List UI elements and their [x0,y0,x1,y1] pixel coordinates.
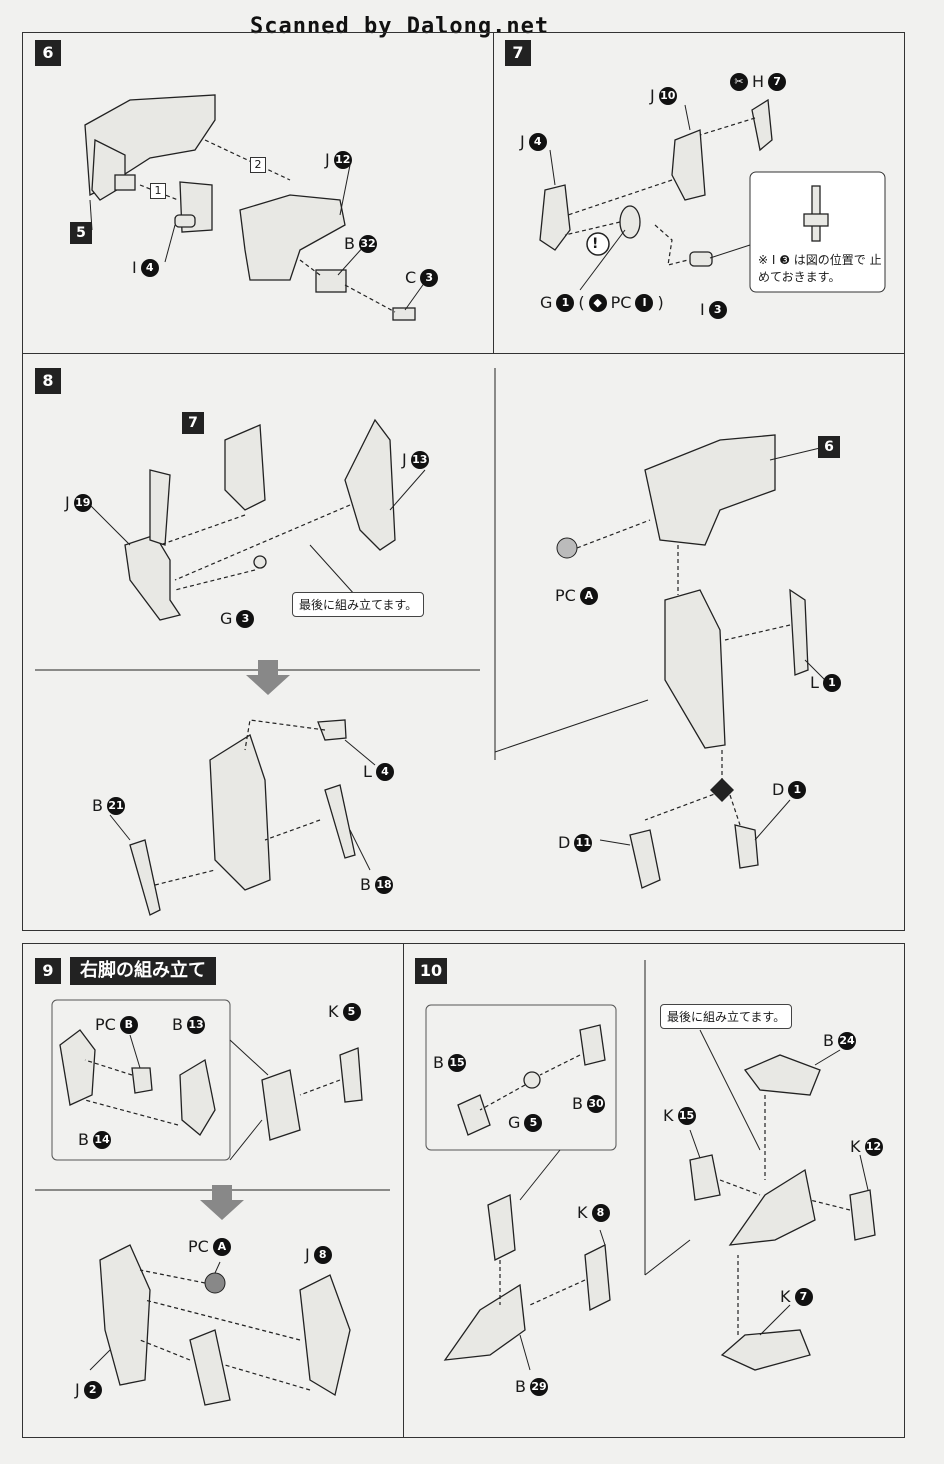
sequence-marker-2: 2 [250,157,266,173]
note-assemble-last: 最後に組み立てます。 [292,592,425,617]
sub-assembly-badge-5: 5 [70,222,92,244]
sequence-marker-1: 1 [150,183,166,199]
step-title-right-leg: 右脚の組み立て [70,957,216,985]
caution-icon: ! [592,236,599,252]
sub-assembly-badge-6: 6 [818,436,840,458]
step-number-9: 9 [35,958,61,984]
step-number-6: 6 [35,40,61,66]
sub-assembly-badge-7: 7 [182,412,204,434]
tool-icon: ✂ [730,72,748,91]
swap-icon: ◆ [588,293,607,312]
note-assemble-last-2: 最後に組み立てます。 [660,1004,793,1029]
panel-step-8 [22,353,905,931]
step-number-7: 7 [505,40,531,66]
step-number-10: 10 [415,958,447,984]
step-number-8: 8 [35,368,61,394]
note-i3-position: ※ I ❸ は図の位置で 止めておきます。 [758,253,882,284]
panel-step-10 [403,943,905,1438]
scan-watermark: Scanned by Dalong.net [250,14,550,39]
